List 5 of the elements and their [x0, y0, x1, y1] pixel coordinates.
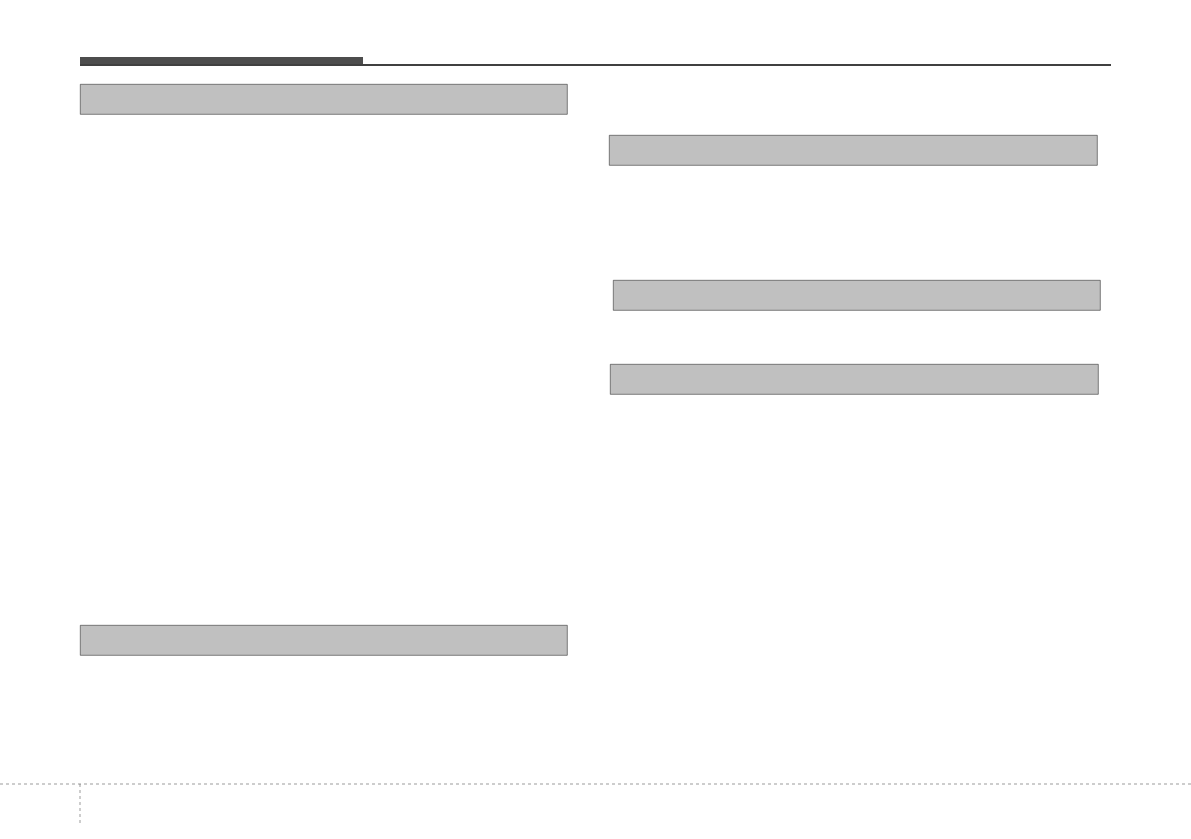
heading-bar: [609, 135, 1098, 166]
heading-bar: [613, 280, 1101, 311]
heading-bar: [80, 84, 568, 115]
heading-bar: [610, 364, 1099, 395]
heading-bar: [80, 625, 568, 656]
